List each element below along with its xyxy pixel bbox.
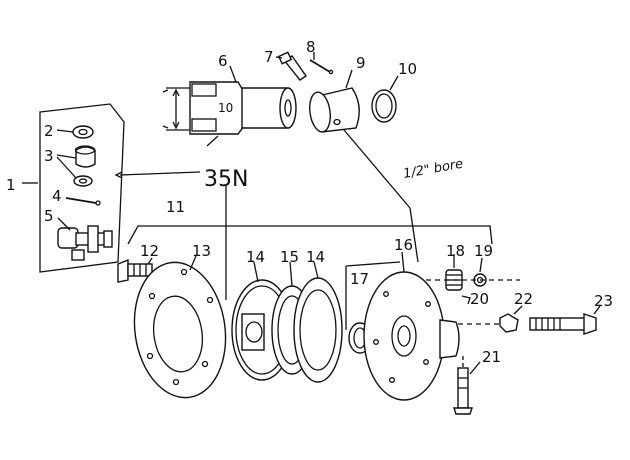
part-7-bolt (275, 51, 307, 81)
bore-dimension-note: 1/2" bore (402, 157, 464, 182)
part-22-nut (499, 305, 523, 333)
part-13-flange (133, 255, 227, 399)
callout-12: 12 (140, 242, 159, 260)
callout-6: 6 (218, 52, 228, 70)
callout-11: 11 (166, 198, 185, 216)
part-2-nut (56, 125, 94, 139)
part-14-disc-rear (293, 261, 343, 383)
part-6-yoke (162, 65, 297, 135)
callout-4: 4 (52, 187, 62, 205)
kit-box (22, 103, 125, 273)
part-10-ring (371, 75, 399, 123)
part-16-housing (363, 251, 460, 401)
callout-19: 19 (474, 242, 493, 260)
callout-20: 20 (470, 290, 489, 308)
callout-13: 13 (192, 242, 211, 260)
callout-15: 15 (280, 248, 299, 266)
part-23-bolt (458, 305, 601, 335)
part-4-pin (65, 197, 101, 206)
callout-9: 9 (356, 54, 366, 72)
callout-14-rear: 14 (306, 248, 325, 266)
callout-14-front: 14 (246, 248, 265, 266)
callout-5: 5 (44, 207, 54, 225)
callout-10: 10 (398, 60, 417, 78)
callout-22: 22 (514, 290, 533, 308)
part-21-bolt (453, 356, 481, 415)
part-3-bushing (56, 145, 96, 187)
callout-1: 1 (6, 176, 16, 194)
callout-8: 8 (306, 38, 316, 56)
callout-16: 16 (394, 236, 413, 254)
yoke-marking: 10 (218, 101, 233, 115)
part-12-bolt (117, 257, 153, 283)
kit-label-35n: 35N (204, 167, 248, 192)
bore-leader (343, 129, 419, 263)
part-19-nut (426, 257, 520, 287)
bracket-11 (127, 225, 493, 245)
part-8-cotter-pin (309, 52, 334, 75)
callout-17: 17 (350, 270, 369, 288)
callout-18: 18 (446, 242, 465, 260)
callout-7: 7 (264, 48, 274, 66)
kit-35n-leaders (114, 135, 227, 300)
part-20-fitting (461, 295, 471, 305)
dimension-arrows (166, 87, 190, 131)
callout-2: 2 (44, 122, 54, 140)
callout-23: 23 (594, 292, 613, 310)
part-5-universal-joint (57, 217, 113, 261)
callout-3: 3 (44, 147, 54, 165)
part-9-sleeve (309, 69, 360, 133)
callout-21: 21 (482, 348, 501, 366)
